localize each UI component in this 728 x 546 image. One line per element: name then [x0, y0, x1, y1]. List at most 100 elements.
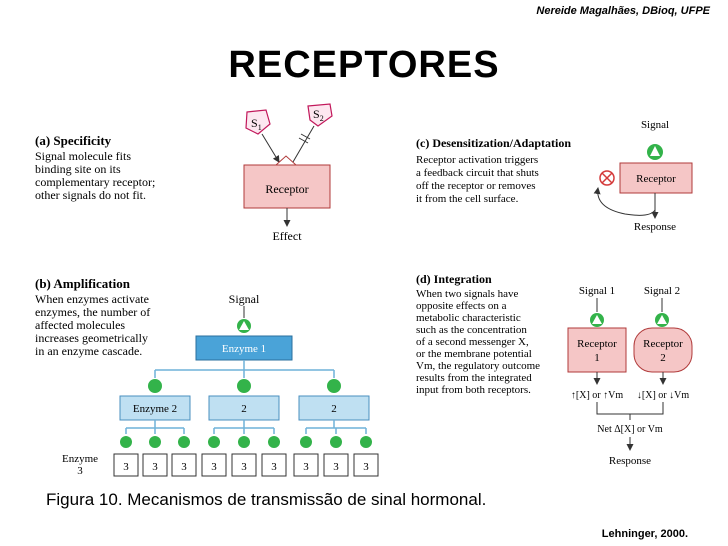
desens-signal-label: Signal — [641, 119, 669, 131]
enzyme3-label-line2: 3 — [77, 465, 83, 477]
receptor1-label-line2: 1 — [594, 352, 600, 364]
level3-enzymes: 3 3 3 3 3 3 3 3 3 — [113, 453, 379, 477]
enzyme3-box — [323, 453, 349, 477]
amplification-text-line: in an enzyme cascade. — [35, 344, 142, 358]
enzyme3-box — [113, 453, 139, 477]
level2-activators — [148, 379, 341, 393]
panel-desensitization: (c) Desensitization/Adaptation Receptor … — [416, 119, 693, 233]
integration-response-label: Response — [609, 455, 651, 467]
enzyme3-value: 3 — [333, 461, 339, 473]
integration-signal2-label: Signal 2 — [644, 285, 680, 297]
activator-icon — [178, 436, 190, 448]
cascade-connector — [154, 360, 335, 378]
enzyme3-box — [353, 453, 379, 477]
enzyme3-value: 3 — [181, 461, 187, 473]
blocked-arrow — [292, 125, 315, 163]
enzyme2-label: 2 — [241, 403, 247, 415]
receptor2-label-line2: 2 — [660, 352, 666, 364]
amplification-text-line: affected molecules — [35, 318, 125, 332]
activator-icon — [268, 436, 280, 448]
specificity-text-line: other signals do not fit. — [35, 188, 146, 202]
signal-triangle-icon — [592, 315, 602, 324]
activator-icon — [327, 379, 341, 393]
activator-icon — [148, 379, 162, 393]
desensitization-text-line: it from the cell surface. — [416, 193, 519, 205]
enzyme3-box — [171, 453, 197, 477]
enzyme3-value: 3 — [271, 461, 277, 473]
specificity-heading: (a) Specificity — [35, 133, 112, 148]
integration-text-line: or the membrane potential — [416, 348, 532, 360]
desens-receptor-label: Receptor — [636, 173, 676, 185]
enzyme3-box — [142, 453, 168, 477]
specificity-text-line: Signal molecule fits — [35, 149, 131, 163]
signal-triangle-icon — [239, 321, 249, 330]
block-mark — [298, 137, 309, 144]
amplification-text-line: When enzymes activate — [35, 292, 149, 306]
binding-site-icon — [274, 155, 298, 166]
desensitization-text-line: off the receptor or removes — [416, 180, 536, 192]
enzyme2-box — [298, 395, 370, 421]
author-credit: Nereide Magalhães, DBioq, UFPE — [536, 5, 710, 17]
signal-triangle-icon — [657, 315, 667, 324]
enzyme3-value: 3 — [123, 461, 129, 473]
receptor1-label-line1: Receptor — [577, 338, 617, 350]
integration-heading: (d) Integration — [416, 272, 492, 286]
enzyme1-box — [195, 335, 293, 361]
enzyme3-box — [261, 453, 287, 477]
enzyme2-box — [208, 395, 280, 421]
enzyme3-value: 3 — [303, 461, 309, 473]
integration-text-line: Vm, the regulatory outcome — [416, 360, 540, 372]
desensitization-text-line: a feedback circuit that shuts — [416, 167, 539, 179]
panel-specificity: (a) Specificity Signal molecule fits bin… — [35, 103, 333, 243]
net-change-label: Net Δ[X] or Vm — [597, 424, 663, 435]
amplification-text-line: enzymes, the number of — [35, 305, 150, 319]
panel-amplification: (b) Amplification When enzymes activate … — [35, 276, 379, 477]
specificity-receptor-box — [243, 164, 331, 209]
activator-icon — [120, 436, 132, 448]
integration-text-line: such as the concentration — [416, 324, 527, 336]
signal-s2-shape — [307, 103, 333, 127]
amplification-signal-label: Signal — [229, 292, 260, 306]
integration-signal1-label: Signal 1 — [579, 285, 615, 297]
panel-integration: (d) Integration When two signals have op… — [416, 272, 693, 467]
level3-activators — [120, 436, 372, 448]
receptor1-box — [567, 327, 627, 373]
integration-connector — [596, 402, 664, 420]
enzyme1-label: Enzyme 1 — [222, 343, 266, 355]
receptor2-label-line1: Receptor — [643, 338, 683, 350]
enzyme3-label-line1: Enzyme — [62, 453, 98, 465]
enzyme3-value: 3 — [241, 461, 247, 473]
activator-icon — [238, 436, 250, 448]
integration-text-line: opposite effects on a — [416, 300, 507, 312]
desens-response-label: Response — [634, 221, 676, 233]
desensitization-heading: (c) Desensitization/Adaptation — [416, 136, 571, 150]
integration-text-line: metabolic characteristic — [416, 312, 521, 324]
signal-s1-shape — [245, 109, 271, 135]
activator-icon — [330, 436, 342, 448]
enzyme3-box — [201, 453, 227, 477]
integration-text-line: results from the integrated — [416, 372, 532, 384]
enzyme2-label: Enzyme 2 — [133, 403, 177, 415]
specificity-receptor-label: Receptor — [265, 182, 308, 196]
page-title: RECEPTORES — [228, 44, 500, 86]
signal-s2-label: S2 — [313, 107, 324, 123]
integration-text-line: input from both receptors. — [416, 384, 531, 396]
specificity-text-line: complementary receptor; — [35, 175, 155, 189]
amplification-text-line: increases geometrically — [35, 331, 148, 345]
amplification-heading: (b) Amplification — [35, 276, 131, 291]
activator-icon — [360, 436, 372, 448]
activator-icon — [208, 436, 220, 448]
receptor1-output: ↑[X] or ↑Vm — [571, 390, 623, 401]
activator-icon — [149, 436, 161, 448]
figure-source: Lehninger, 2000. — [601, 528, 688, 540]
cascade-connector — [125, 420, 367, 434]
desensitization-text-line: Receptor activation triggers — [416, 154, 538, 166]
activator-icon — [237, 379, 251, 393]
signal-s1-label: S1 — [251, 116, 262, 132]
enzyme3-box — [293, 453, 319, 477]
figure-caption: Figura 10. Mecanismos de transmissão de … — [46, 490, 487, 509]
receptor2-box — [633, 327, 693, 373]
desens-receptor-box — [619, 162, 693, 194]
binding-arrow — [261, 133, 280, 163]
